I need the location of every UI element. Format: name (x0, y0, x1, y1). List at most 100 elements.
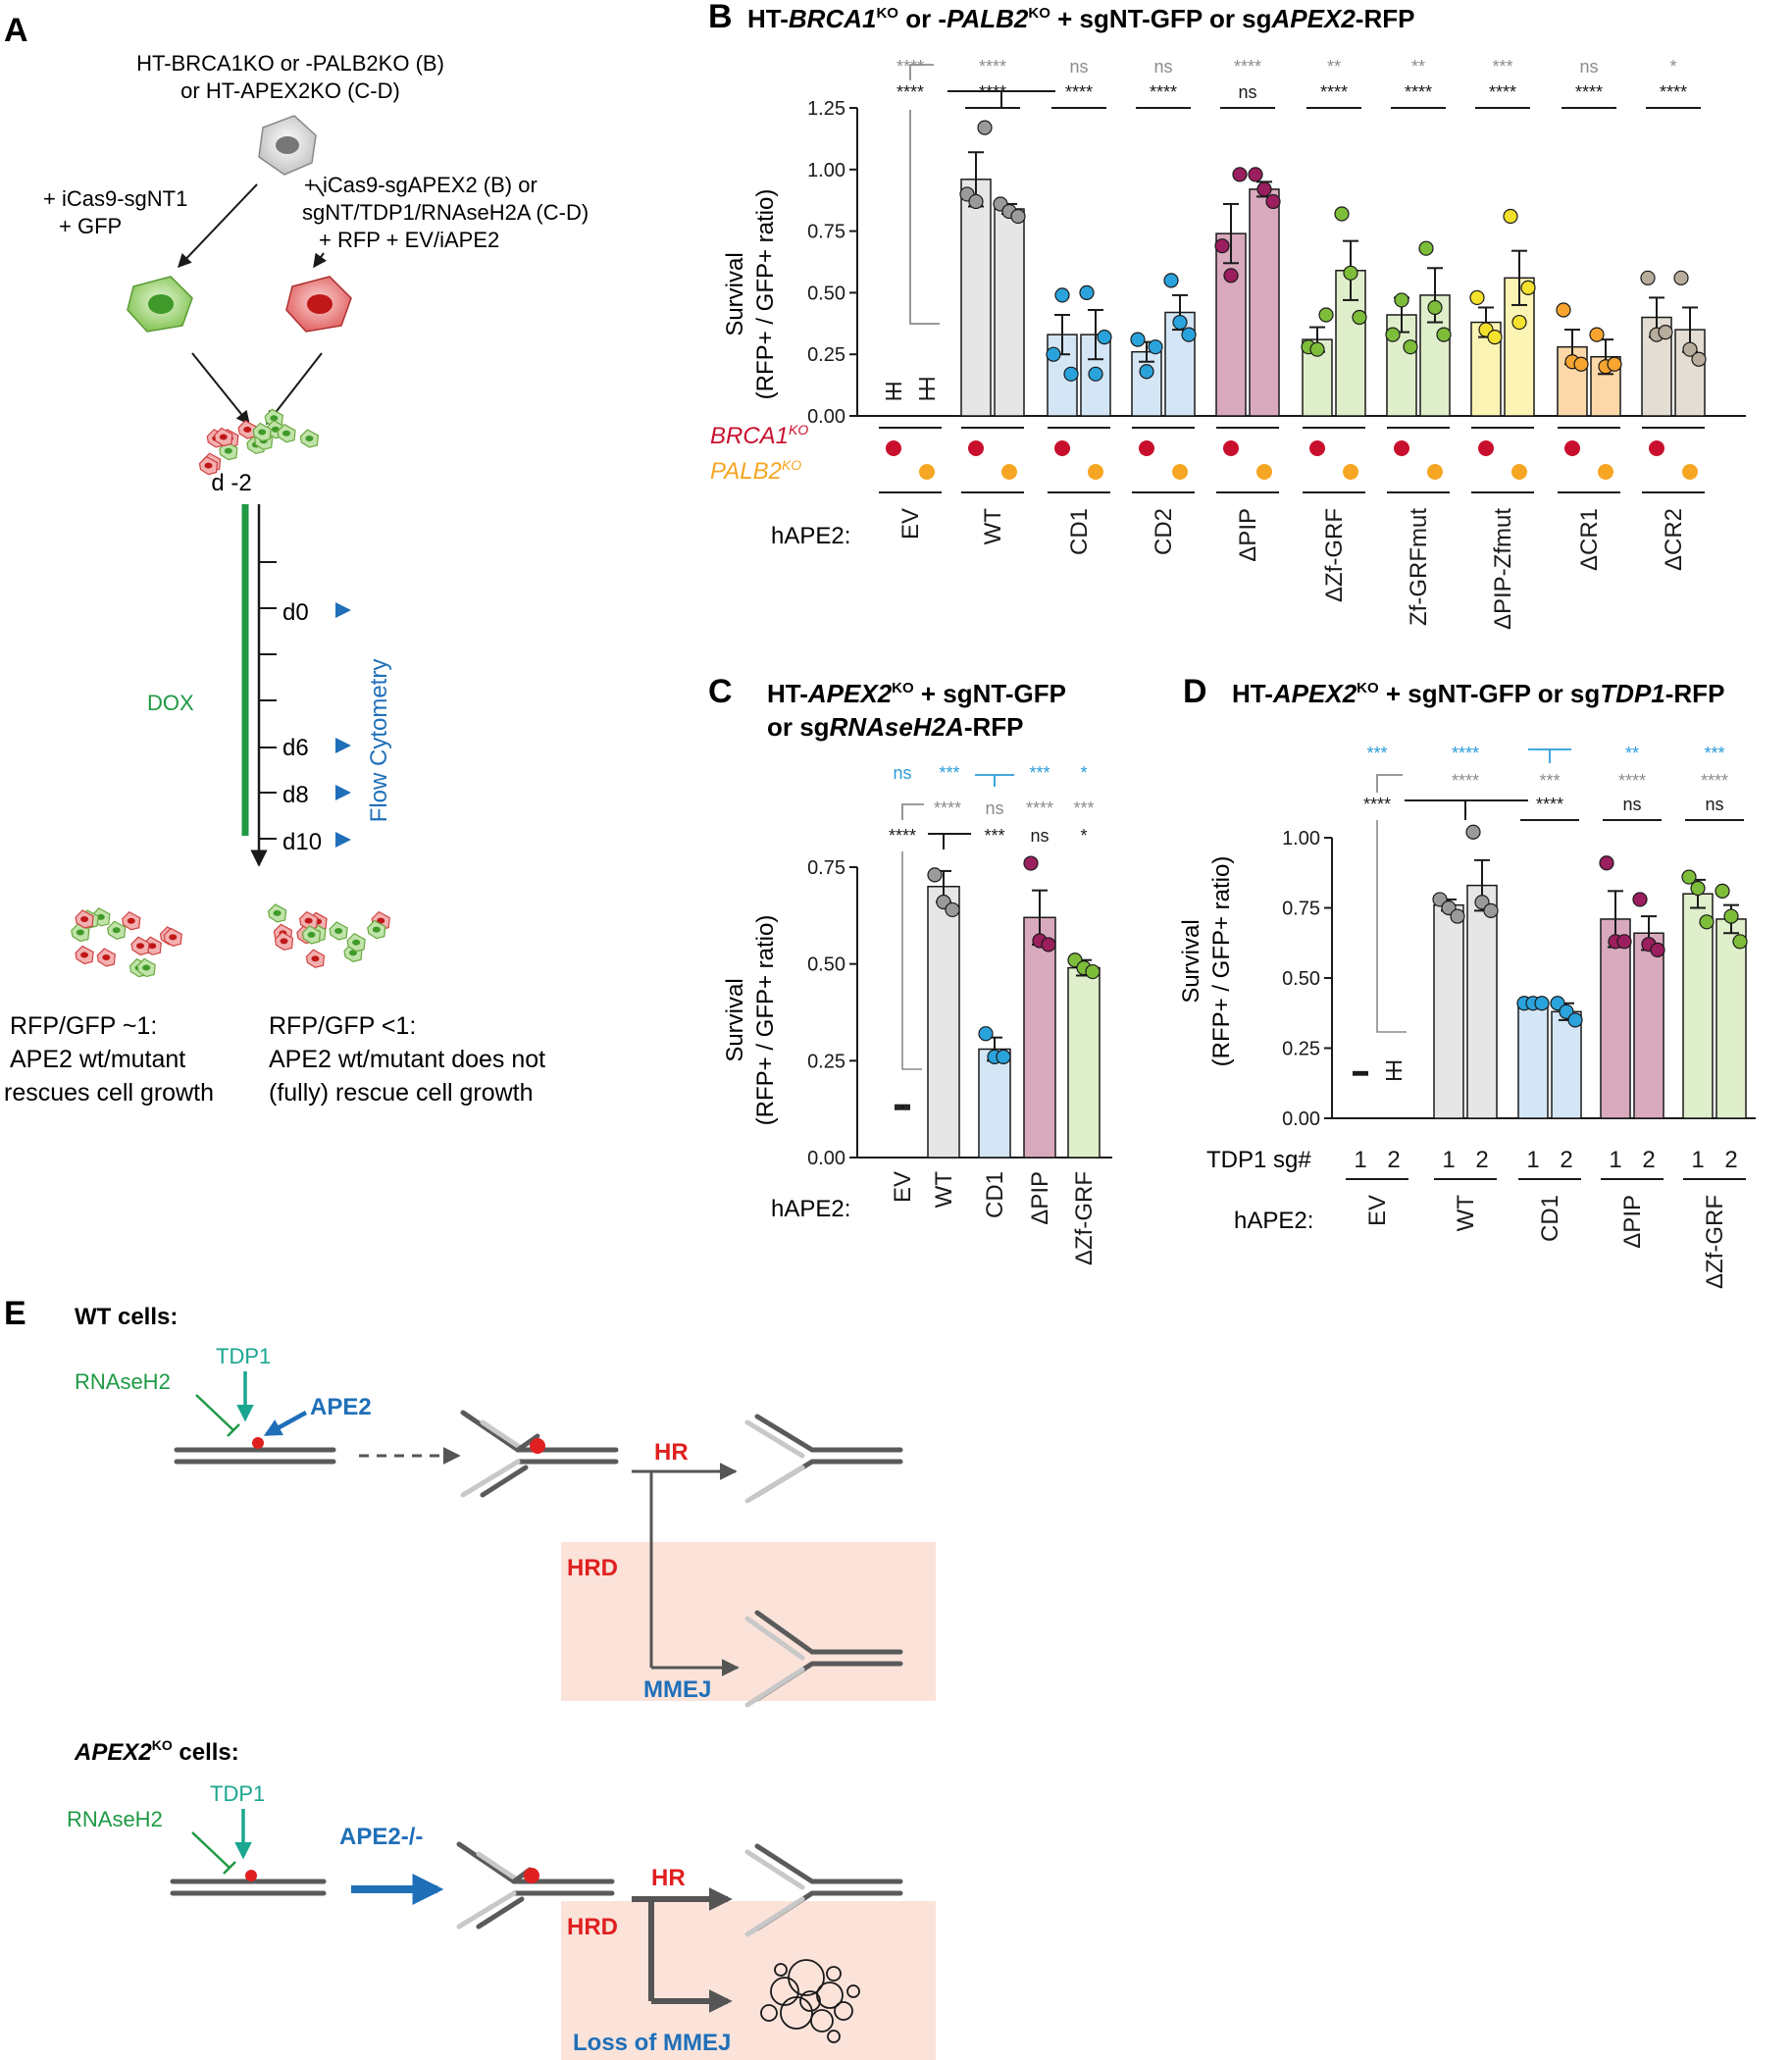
group-label: EV (897, 508, 924, 540)
data-point (1681, 869, 1697, 885)
group-label: ΔPIP-Zfmut (1490, 508, 1516, 630)
data-point (1097, 330, 1112, 345)
data-point (1403, 339, 1418, 355)
hr-product-fork-icon (744, 1414, 903, 1504)
replication-fork-icon (460, 1410, 619, 1498)
data-point (1265, 193, 1281, 210)
group-label: EV (890, 1171, 916, 1203)
sig-grey: ns (1579, 57, 1598, 77)
group-label: WT (980, 508, 1006, 545)
sig-grey: ** (1327, 57, 1341, 77)
data-point (1616, 934, 1632, 950)
data-point (1503, 208, 1518, 225)
sg-number: 1 (1609, 1147, 1621, 1173)
brca1-genotype-dot (1309, 440, 1325, 456)
c-hape2-label: hAPE2: (771, 1196, 850, 1222)
sig-bracket (1528, 748, 1571, 763)
data-point (1352, 309, 1367, 326)
bar (1023, 916, 1056, 1159)
day-label-d6: d6 (282, 735, 309, 761)
data-point (1640, 270, 1656, 285)
cell-nucleus-icon (219, 434, 228, 440)
a-right-label-3: + RFP + EV/iAPE2 (319, 228, 499, 252)
data-point (1343, 265, 1358, 281)
panel-d-title: HT-APEX2KO + sgNT-GFP or sgTDP1-RFP (1232, 679, 1724, 708)
a-right-label-2: sgNT/TDP1/RNAseH2A (C-D) (302, 200, 589, 225)
cell-nucleus-icon (348, 950, 357, 956)
palb2-genotype-dot (1172, 464, 1188, 480)
arrow-left-branch (178, 183, 258, 269)
sig-grey: ns (1153, 57, 1172, 77)
palb2-genotype-dot (919, 464, 935, 480)
brca1-genotype-dot (1649, 440, 1664, 456)
e-hr-label-wt: HR (654, 1439, 689, 1466)
sg-number: 2 (1642, 1147, 1655, 1173)
cell-nucleus-icon (148, 943, 157, 950)
data-point (1088, 366, 1103, 382)
sig-blue: *** (1704, 744, 1724, 763)
brca1-genotype-dot (1139, 440, 1154, 456)
cell-nucleus-icon (96, 913, 105, 920)
cell-nucleus-icon (224, 447, 232, 454)
data-point (1511, 314, 1527, 331)
cell-nucleus-icon (311, 955, 320, 962)
data-point (1534, 996, 1550, 1011)
day-label-d10: d10 (282, 829, 322, 855)
hr-product-fork-ko-icon (744, 1843, 903, 1937)
data-point (1723, 908, 1739, 924)
data-point (1691, 351, 1707, 367)
panel-b: B HT-BRCA1KO or -PALB2KO + sgNT-GFP or s… (708, 0, 1746, 630)
e-rnaseh2-label-ko: RNAseH2 (67, 1807, 163, 1831)
sig-black: **** (896, 82, 924, 102)
cell-nucleus-icon (80, 952, 89, 958)
palb2-genotype-dot (1598, 464, 1613, 480)
panel-letter-e: E (4, 1295, 26, 1332)
data-point (1487, 330, 1503, 345)
data-point (1046, 346, 1061, 362)
sig-grey: ** (1411, 57, 1425, 77)
group-label: ΔZf-GRF (1702, 1195, 1728, 1289)
palb2-genotype-dot (1511, 464, 1527, 480)
cell-nucleus-icon (127, 917, 135, 924)
sig-bracket (909, 110, 940, 325)
data-point (1589, 327, 1605, 342)
brca1-genotype-dot (1054, 440, 1070, 456)
data-point (1248, 167, 1263, 182)
b-ylabel1: Survival (722, 252, 748, 335)
cell-nucleus-icon (204, 462, 213, 469)
panel-b-title: HT-BRCA1KO or -PALB2KO + sgNT-GFP or sgA… (747, 4, 1414, 33)
bar (1551, 1010, 1582, 1119)
y-tick-label: 1.00 (807, 160, 845, 181)
rnmp-lesion-icon (252, 1437, 264, 1449)
data-point (1172, 314, 1188, 331)
e-hrd-label-ko: HRD (567, 1914, 618, 1940)
sig-grey: *** (1539, 771, 1560, 791)
data-point (1607, 356, 1622, 372)
bar (927, 885, 960, 1159)
ape2-arrow (263, 1411, 308, 1436)
panel-c-title1: HT-APEX2KO + sgNT-GFP (767, 679, 1066, 708)
data-point (996, 1049, 1011, 1064)
data-point (1318, 307, 1334, 323)
cell-nucleus-icon (142, 964, 151, 971)
sg-number: 2 (1475, 1147, 1488, 1173)
y-tick-label: 0.00 (1282, 1108, 1320, 1130)
bar (1433, 903, 1464, 1119)
panel-c-title2: or sgRNAseH2A-RFP (767, 712, 1024, 742)
red-cell-icon (285, 276, 352, 333)
data-point (1181, 327, 1197, 342)
panel-letter-c: C (708, 673, 733, 710)
group-label: WT (1453, 1195, 1479, 1232)
data-point (1732, 934, 1748, 950)
data-point (1699, 914, 1715, 930)
data-point (1163, 273, 1179, 288)
chart-b: 0.000.250.500.751.001.25EV****WT********… (807, 57, 1746, 630)
sig-grey: * (1669, 57, 1676, 77)
brca1-genotype-dot (1478, 440, 1494, 456)
sig-black: ns (1622, 795, 1641, 814)
sig-blue: ns (893, 763, 911, 783)
group-label: CD1 (1537, 1195, 1563, 1242)
cell-nucleus-icon (258, 429, 267, 436)
panel-a: A HT-BRCA1KO or -PALB2KO (B) or HT-APEX2… (4, 12, 589, 1107)
